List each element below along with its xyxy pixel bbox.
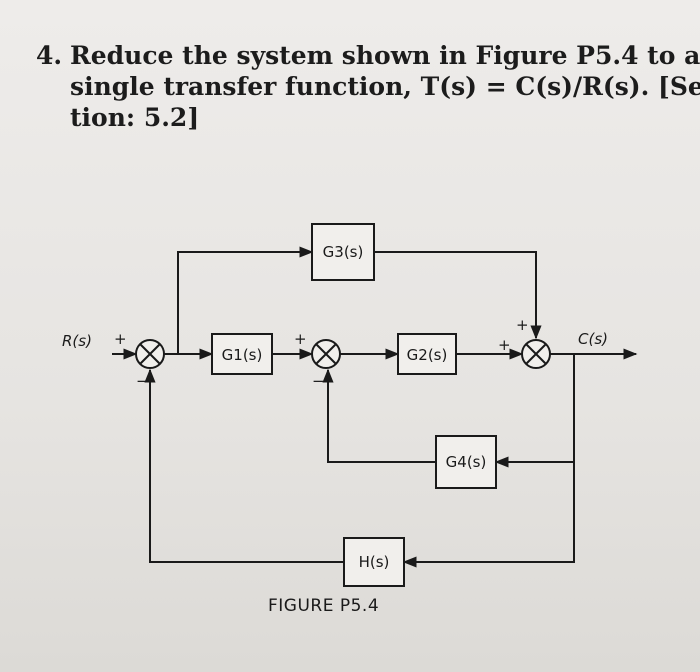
g3-feedforward-out-line — [374, 251, 542, 340]
output-label: C(s) — [578, 330, 608, 348]
problem-text-1: Reduce the system shown in Figure P5.4 t… — [70, 41, 700, 70]
g4-label: G4(s) — [446, 453, 487, 471]
input-label: R(s) — [62, 332, 92, 350]
g1-label: G1(s) — [222, 346, 263, 364]
summing-junction-3 — [521, 339, 551, 369]
h-label: H(s) — [359, 553, 390, 571]
h-block — [343, 537, 405, 587]
g4-feedback-out-line — [322, 368, 436, 463]
g4-feedback-in-line — [494, 354, 575, 468]
problem-text-3: tion: 5.2] — [70, 103, 200, 132]
g2-label: G2(s) — [407, 346, 448, 364]
h-feedback-out-line — [144, 368, 344, 563]
summing-junction-1 — [135, 339, 165, 369]
problem-line-3: tion: 5.2] — [36, 102, 686, 133]
g3-feedforward-in-line — [177, 246, 314, 354]
g1-block — [211, 333, 273, 375]
sj3-plus-left-sign: + — [498, 336, 511, 354]
sj1-plus-sign: + — [114, 330, 127, 348]
g2-block — [397, 333, 457, 375]
h-feedback-in-line — [402, 462, 575, 568]
sj2-plus-sign: + — [294, 330, 307, 348]
problem-text-2: single transfer function, T(s) = C(s)/R(… — [70, 72, 700, 101]
problem-line-1: 4.Reduce the system shown in Figure P5.4… — [36, 40, 700, 71]
g4-block — [435, 435, 497, 489]
summing-junction-2 — [311, 339, 341, 369]
problem-line-2: single transfer function, T(s) = C(s)/R(… — [36, 71, 700, 102]
figure-caption: FIGURE P5.4 — [268, 596, 380, 616]
sj3-plus-top-sign: + — [516, 316, 529, 334]
problem-statement: 4.Reduce the system shown in Figure P5.4… — [36, 40, 700, 133]
g3-label: G3(s) — [323, 243, 364, 261]
problem-number: 4. — [36, 41, 63, 70]
g3-block — [311, 223, 375, 281]
sj2-minus-sign: − — [312, 372, 325, 390]
sj1-minus-sign: − — [136, 372, 149, 390]
